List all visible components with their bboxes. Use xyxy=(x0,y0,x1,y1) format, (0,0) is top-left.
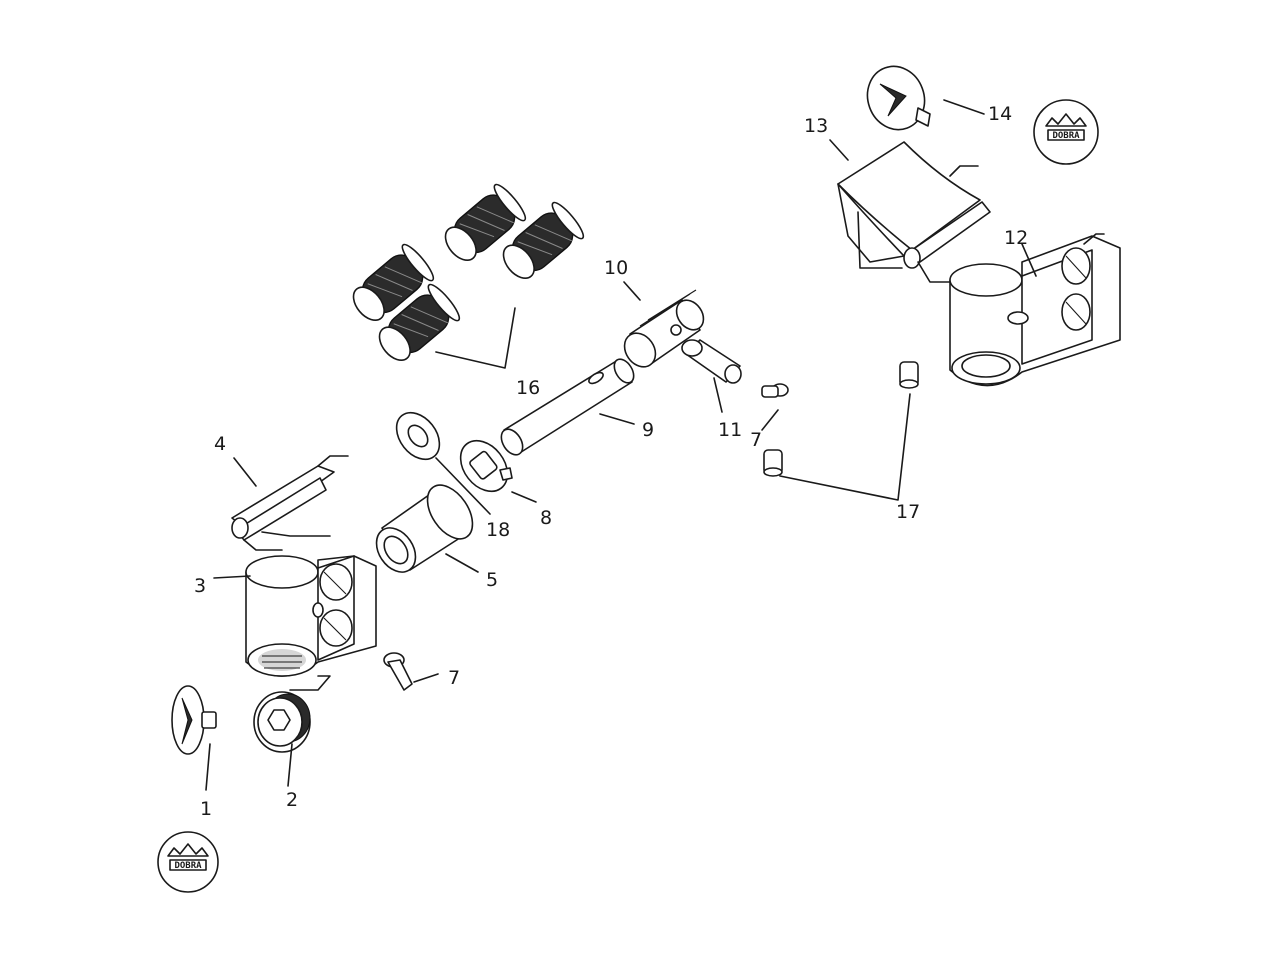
part-label: 12 xyxy=(1004,227,1028,249)
small-sleeve xyxy=(681,339,742,384)
spacer xyxy=(763,449,783,477)
keyed-washer xyxy=(459,439,513,493)
leader-line xyxy=(943,99,985,115)
small-screw xyxy=(761,383,789,398)
badge-cap xyxy=(866,65,931,131)
leader-line xyxy=(599,413,635,425)
leader-line xyxy=(233,457,257,487)
leader-line xyxy=(829,139,849,161)
badge-cap xyxy=(171,685,217,755)
spacer xyxy=(899,361,919,389)
hand-grip xyxy=(378,283,461,361)
part-label: 14 xyxy=(988,103,1012,125)
splined-sleeve xyxy=(623,289,705,368)
part-label: 16 xyxy=(516,377,540,399)
leader-line xyxy=(445,553,479,573)
hand-grip xyxy=(444,183,527,261)
part-label: 10 xyxy=(604,257,628,279)
leader-line xyxy=(205,743,211,791)
leader-line xyxy=(435,457,491,515)
bolt xyxy=(383,652,413,691)
part-label: 7 xyxy=(750,429,762,451)
part-label: 18 xyxy=(486,519,510,541)
leader-line xyxy=(413,673,439,683)
flat-washer xyxy=(395,411,441,461)
lower-clamp-body xyxy=(245,555,377,691)
hand-grip xyxy=(502,201,585,279)
part-label: 17 xyxy=(896,501,920,523)
hinge-plate xyxy=(837,141,991,283)
hand-grip xyxy=(352,243,435,321)
leader-line xyxy=(511,491,537,503)
brand-logo: DOBRA xyxy=(1033,99,1099,165)
part-label: 2 xyxy=(286,789,298,811)
leader-line xyxy=(287,743,293,787)
leader-line xyxy=(623,281,641,301)
hex-plug xyxy=(253,691,311,753)
part-label: 9 xyxy=(642,419,654,441)
part-label: 13 xyxy=(804,115,828,137)
part-label: 1 xyxy=(200,798,212,820)
flanged-bushing xyxy=(375,484,474,573)
leader-line xyxy=(435,307,516,369)
leader-line xyxy=(761,409,779,431)
part-label: 7 xyxy=(448,667,460,689)
leader-line xyxy=(213,575,251,579)
leader-line xyxy=(713,377,723,413)
hinge-leaf xyxy=(231,455,349,551)
part-label: 4 xyxy=(214,433,226,455)
leader-line xyxy=(1021,243,1037,277)
brand-logo: DOBRA xyxy=(157,831,219,893)
brand-text: DOBRA xyxy=(174,861,202,871)
upper-clamp-body xyxy=(949,233,1121,387)
part-label: 8 xyxy=(540,507,552,529)
part-label: 11 xyxy=(718,419,742,441)
part-label: 3 xyxy=(194,575,206,597)
part-label: 5 xyxy=(486,569,498,591)
leader-line xyxy=(779,393,911,501)
axle-tube xyxy=(500,358,635,456)
brand-text: DOBRA xyxy=(1052,131,1080,141)
